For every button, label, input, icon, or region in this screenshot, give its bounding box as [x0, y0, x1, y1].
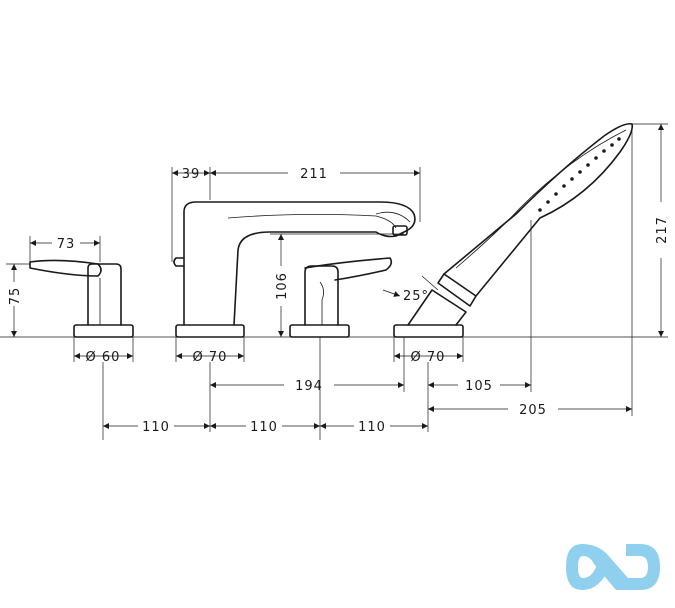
dim-shower-height: 217 — [655, 216, 670, 244]
dim-handle-height: 75 — [8, 287, 23, 306]
dim-shower-reach-105: 105 — [465, 379, 493, 394]
shower-nozzles — [538, 137, 621, 212]
brand-logo-icon — [566, 544, 660, 590]
dim-spacing-2: 110 — [250, 420, 278, 435]
right-base-plate — [289, 324, 350, 338]
dim-shower-base-diameter: Ø 70 — [411, 350, 446, 365]
dim-handle-length: 73 — [57, 237, 76, 252]
dim-spout-to-shower: 194 — [295, 379, 323, 394]
dim-shower-reach-205: 205 — [519, 403, 547, 418]
dim-spout-base-diameter: Ø 70 — [193, 350, 228, 365]
hand-shower — [393, 122, 634, 338]
bath-spout — [173, 201, 416, 338]
left-base-plate — [73, 324, 134, 338]
dim-spout-length: 211 — [300, 167, 328, 182]
dim-left-base-diameter: Ø 60 — [86, 350, 121, 365]
right-valve-handle — [289, 257, 393, 338]
left-valve-handle — [29, 259, 134, 338]
dim-spout-height: 106 — [275, 272, 290, 300]
spout-base-plate — [175, 324, 245, 338]
shower-base-plate — [393, 324, 464, 338]
dim-spacing-1: 110 — [142, 420, 170, 435]
dim-shower-angle: 25° — [403, 289, 429, 304]
dim-spacing-3: 110 — [358, 420, 386, 435]
dim-spout-offset: 39 — [182, 167, 201, 182]
